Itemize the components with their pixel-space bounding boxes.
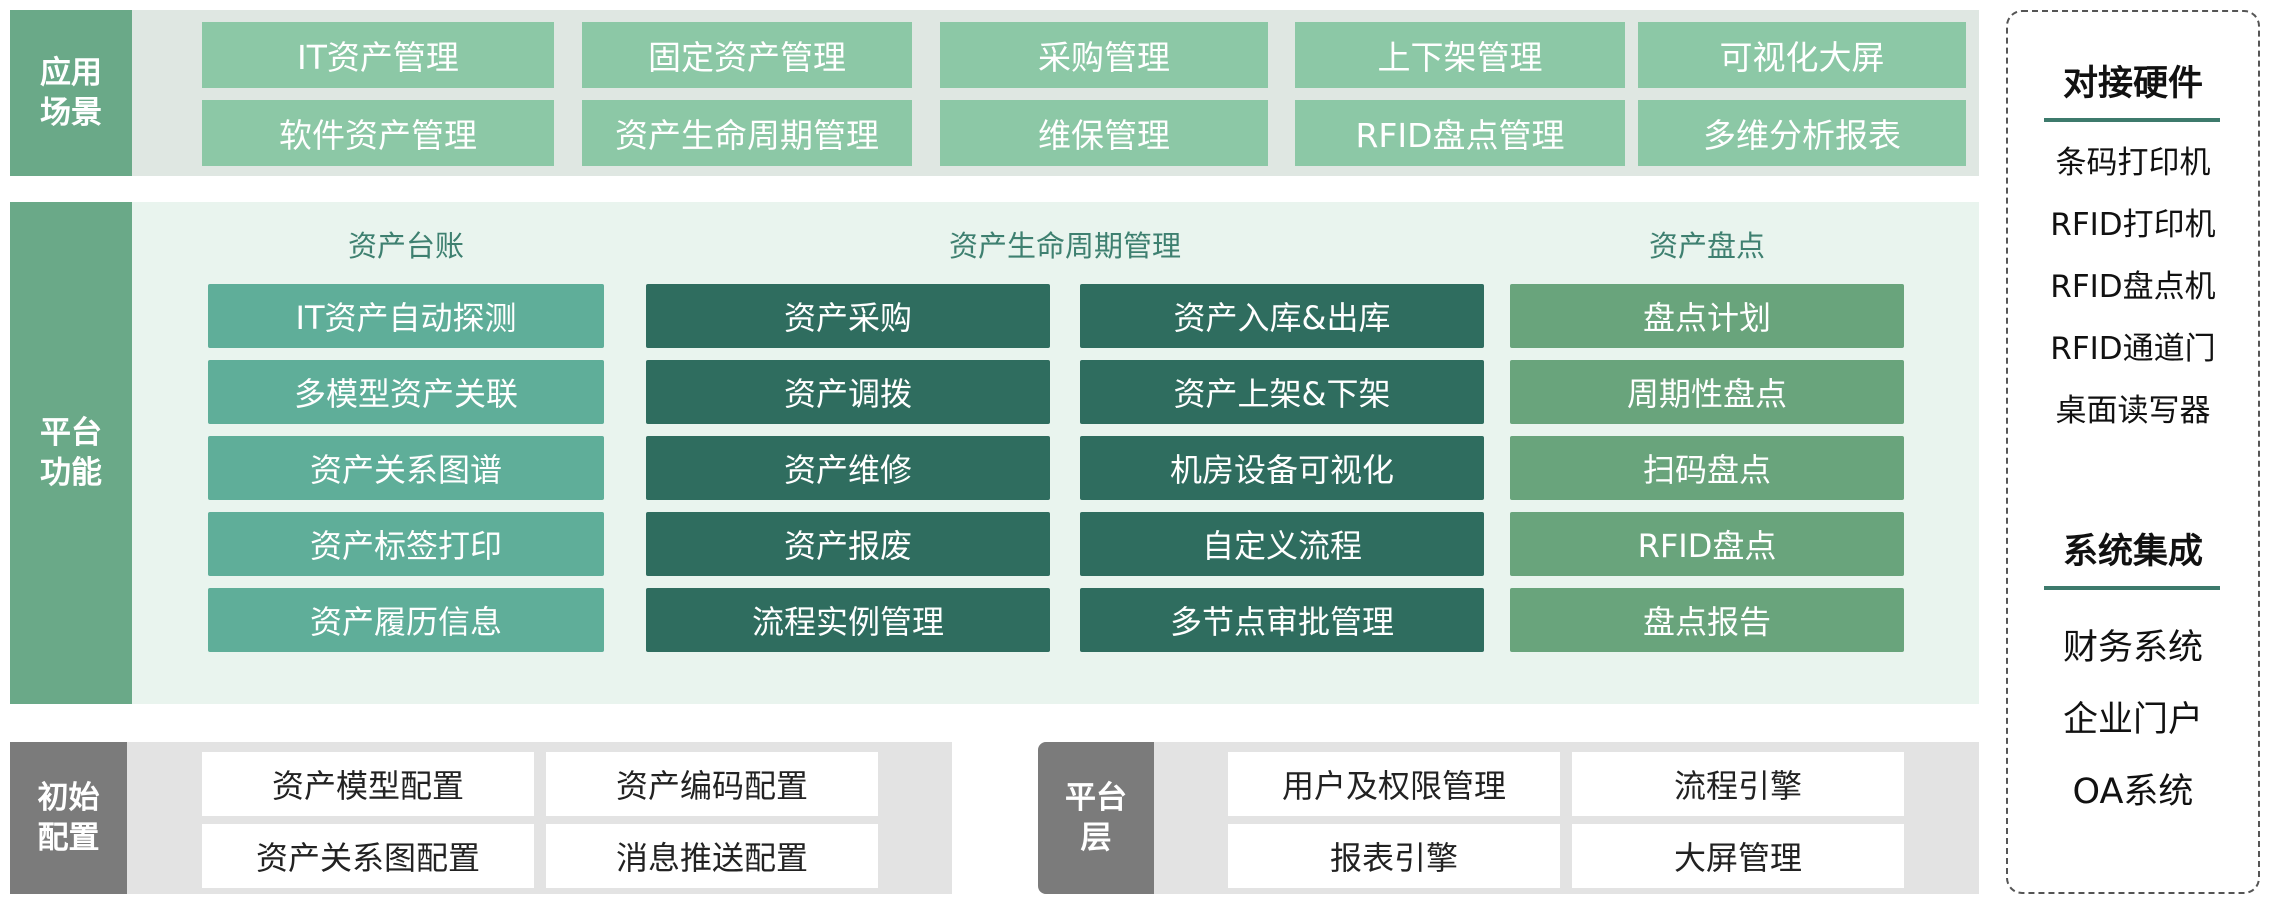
platform-layer-item: 流程引擎 (1572, 752, 1904, 816)
platform-layer-item: 用户及权限管理 (1228, 752, 1560, 816)
ledger-item: 资产标签打印 (208, 512, 604, 576)
scenario-item: IT资产管理 (202, 22, 554, 88)
ledger-item: 资产履历信息 (208, 588, 604, 652)
inventory-item: 盘点计划 (1510, 284, 1904, 348)
platform-side-label: 平台 功能 (10, 202, 132, 704)
ledger-item: 资产关系图谱 (208, 436, 604, 500)
scenario-item: 多维分析报表 (1638, 100, 1966, 166)
scenario-item: 软件资产管理 (202, 100, 554, 166)
inventory-item: 扫码盘点 (1510, 436, 1904, 500)
integration-panel (2006, 10, 2260, 894)
integration-title-rule (2044, 586, 2220, 590)
scenario-item: 固定资产管理 (582, 22, 912, 88)
lifecycle-item: 资产调拨 (646, 360, 1050, 424)
hardware-item: RFID通道门 (2050, 330, 2216, 367)
init-config-item: 消息推送配置 (546, 824, 878, 888)
lifecycle-item: 资产入库&出库 (1080, 284, 1484, 348)
hardware-item: RFID打印机 (2050, 206, 2216, 243)
integration-title: 系统集成 (2062, 531, 2203, 572)
hardware-item: RFID盘点机 (2050, 268, 2216, 305)
ledger-item: 多模型资产关联 (208, 360, 604, 424)
scenario-item: 维保管理 (940, 100, 1268, 166)
lifecycle-item: 资产上架&下架 (1080, 360, 1484, 424)
scenario-item: 上下架管理 (1295, 22, 1625, 88)
inventory-heading: 资产盘点 (1648, 229, 1765, 263)
hardware-title: 对接硬件 (2062, 63, 2203, 104)
init-config-item: 资产模型配置 (202, 752, 534, 816)
init-config-side-label: 初始 配置 (10, 742, 127, 894)
scenario-item: 可视化大屏 (1638, 22, 1966, 88)
hardware-item: 桌面读写器 (2055, 392, 2211, 429)
scenario-item: 采购管理 (940, 22, 1268, 88)
init-config-item: 资产编码配置 (546, 752, 878, 816)
lifecycle-item: 多节点审批管理 (1080, 588, 1484, 652)
integration-item: OA系统 (2072, 771, 2194, 812)
init-config-item: 资产关系图配置 (202, 824, 534, 888)
lifecycle-heading: 资产生命周期管理 (948, 229, 1181, 263)
lifecycle-item: 资产采购 (646, 284, 1050, 348)
platform-layer-side-label: 平台 层 (1038, 742, 1154, 894)
hardware-item: 条码打印机 (2055, 144, 2211, 181)
scenario-item: RFID盘点管理 (1295, 100, 1625, 166)
hardware-title-rule (2044, 118, 2220, 122)
lifecycle-item: 自定义流程 (1080, 512, 1484, 576)
inventory-item: 盘点报告 (1510, 588, 1904, 652)
integration-item: 企业门户 (2062, 699, 2203, 740)
lifecycle-item: 流程实例管理 (646, 588, 1050, 652)
inventory-item: 周期性盘点 (1510, 360, 1904, 424)
lifecycle-item: 资产报废 (646, 512, 1050, 576)
integration-item: 财务系统 (2062, 627, 2203, 668)
lifecycle-item: 资产维修 (646, 436, 1050, 500)
lifecycle-item: 机房设备可视化 (1080, 436, 1484, 500)
platform-layer-item: 报表引擎 (1228, 824, 1560, 888)
platform-layer-item: 大屏管理 (1572, 824, 1904, 888)
inventory-item: RFID盘点 (1510, 512, 1904, 576)
ledger-item: IT资产自动探测 (208, 284, 604, 348)
scenario-item: 资产生命周期管理 (582, 100, 912, 166)
ledger-heading: 资产台账 (347, 229, 464, 263)
scenario-side-label: 应用 场景 (10, 10, 132, 176)
